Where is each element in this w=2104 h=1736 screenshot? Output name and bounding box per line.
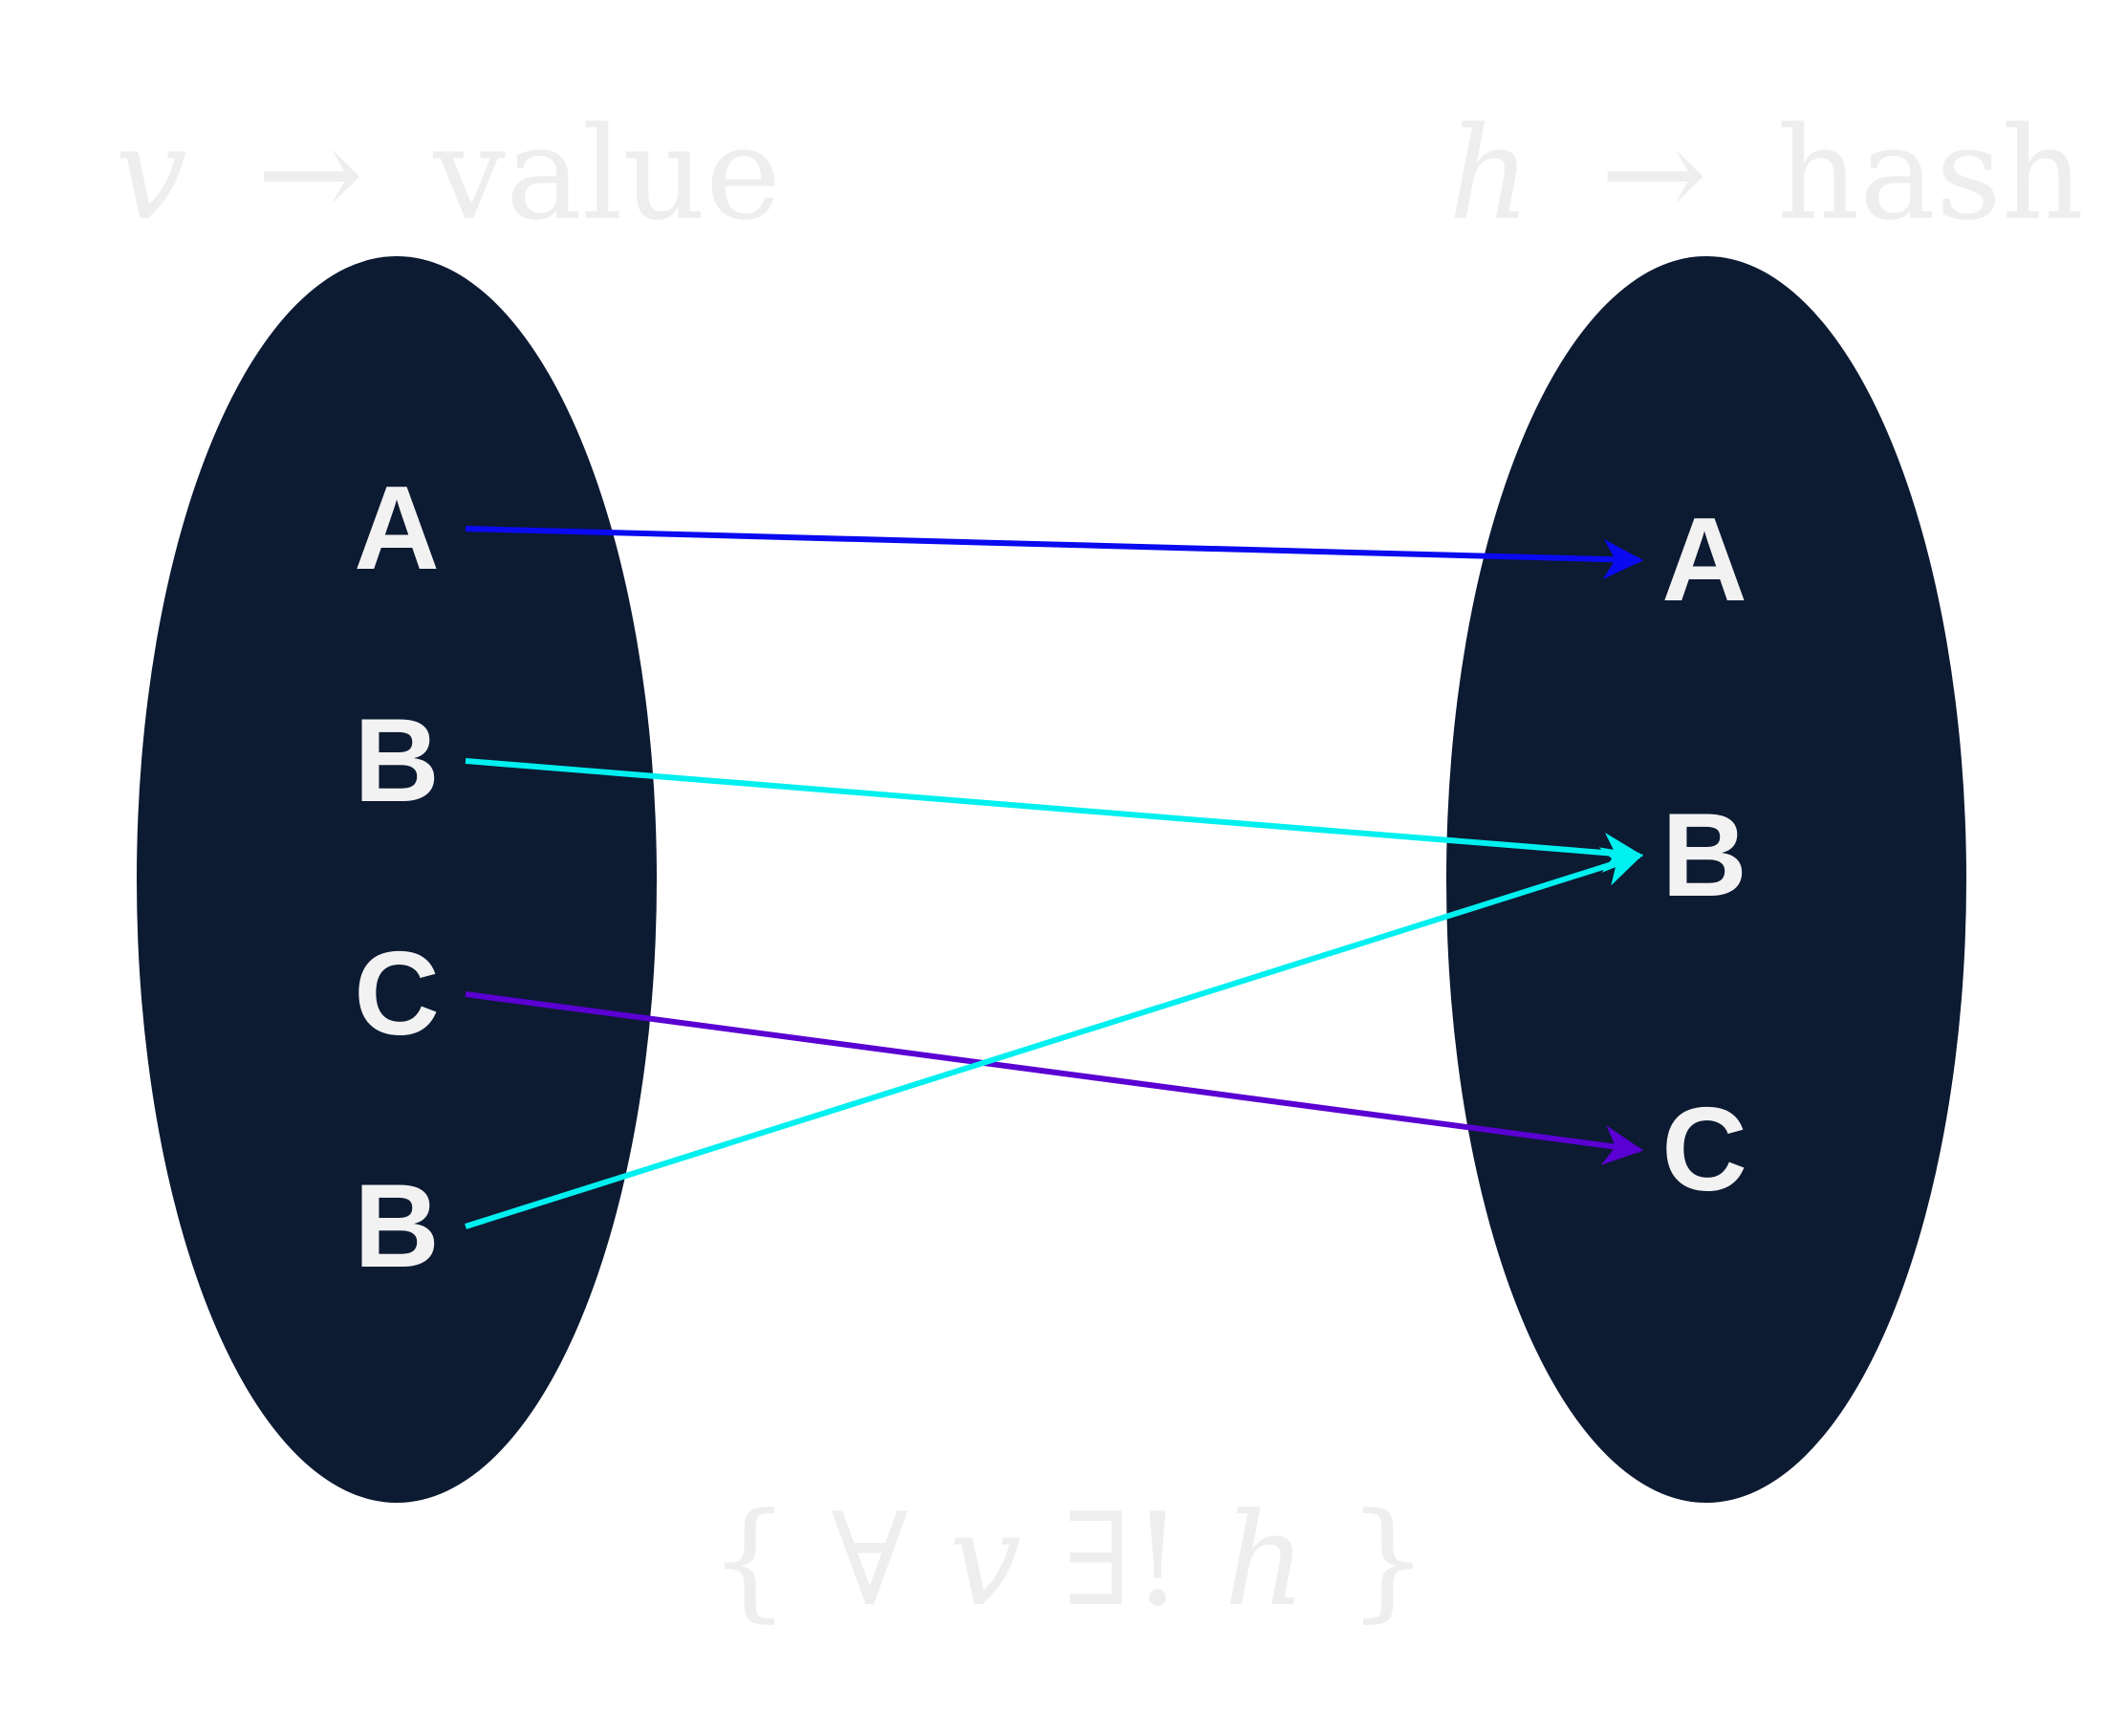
right-caption-word: hash	[1777, 99, 2084, 249]
left-caption: v → value	[115, 99, 781, 249]
domain-item-3: C	[354, 928, 440, 1060]
left-caption-arrow: →	[256, 99, 363, 249]
left-caption-variable: v	[115, 99, 187, 249]
mapping-arrow-2	[465, 758, 1644, 873]
codomain-set-ellipse	[1446, 256, 1966, 1503]
exists-unique-symbol: ∃!	[1062, 1486, 1183, 1635]
codomain-item-1: A	[1661, 494, 1747, 626]
bottom-caption: { ∀ v ∃! h }	[708, 1486, 1428, 1635]
bottom-caption-open-brace: {	[708, 1486, 790, 1635]
bottom-caption-h: h	[1224, 1486, 1306, 1635]
bottom-caption-v: v	[949, 1486, 1022, 1635]
domain-item-2: B	[354, 695, 440, 827]
domain-item-4: B	[354, 1161, 440, 1292]
right-caption-variable: h	[1448, 99, 1530, 249]
right-caption: h → hash	[1448, 99, 2084, 249]
bottom-caption-close-brace: }	[1347, 1486, 1428, 1635]
mapping-arrow-4	[465, 847, 1644, 1229]
right-caption-arrow: →	[1600, 99, 1707, 249]
codomain-item-3: C	[1661, 1084, 1747, 1216]
left-caption-word: value	[432, 99, 781, 249]
mapping-arrow-3	[465, 991, 1644, 1165]
domain-set-ellipse	[137, 256, 657, 1503]
mapping-arrow-1	[465, 526, 1644, 579]
forall-symbol: ∀	[831, 1486, 908, 1635]
domain-item-1: A	[354, 463, 440, 595]
codomain-item-2: B	[1661, 790, 1747, 922]
